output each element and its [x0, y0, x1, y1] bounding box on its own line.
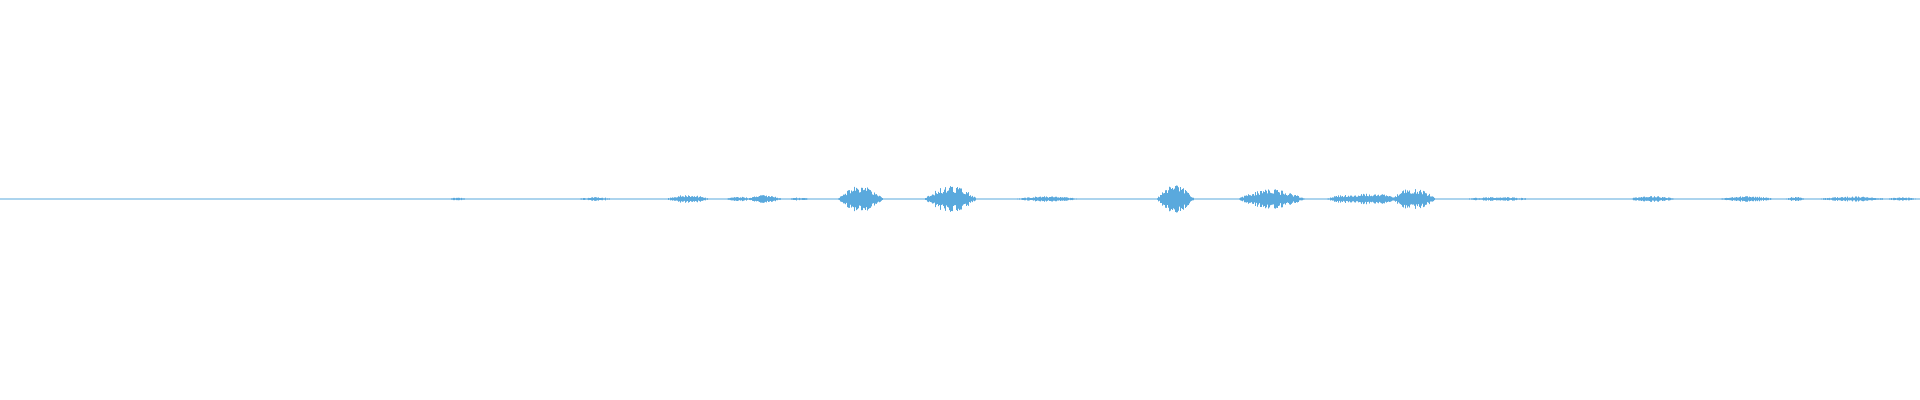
waveform-path: [0, 185, 1920, 213]
